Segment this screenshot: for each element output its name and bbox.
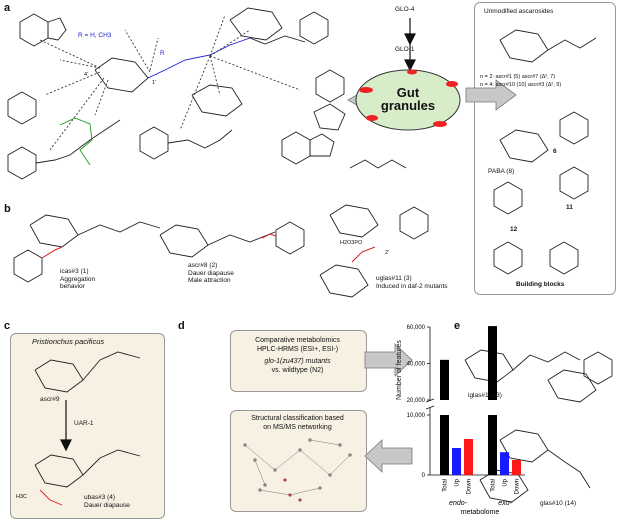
compound-6-label: 6 — [553, 148, 557, 155]
networking-line2: on MS/MS networking — [263, 424, 332, 431]
bar — [464, 439, 473, 475]
glas10-label: glas#10 (14) — [540, 500, 577, 507]
x-tick-label: Up — [503, 478, 509, 486]
axis-break — [425, 405, 435, 410]
networking-text: Structural classification based on MS/MS… — [232, 414, 363, 432]
ubas3-activity: Dauer diapause — [84, 501, 130, 509]
metabolomics-line2: HPLC-HRMS (ESI+, ESI-) — [256, 346, 339, 353]
panel-label-c: c — [4, 320, 11, 332]
ascr8-activity-2: Male attraction — [188, 277, 231, 284]
building-blocks-box — [474, 2, 616, 295]
building-blocks-title: Building blocks — [516, 281, 565, 288]
axis-break — [425, 398, 435, 403]
panel-label-d: d — [178, 320, 185, 332]
n2-compounds: n = 2: ascr#1 (5) ascr#7 (Δ², 7) — [480, 74, 556, 80]
central-sugar-ring — [94, 57, 149, 93]
panel-label-b: b — [4, 203, 11, 215]
y-tick-label: 40,000 — [407, 362, 426, 368]
pristionchus-title: Pristionchus pacificus — [32, 337, 105, 346]
bar — [500, 452, 509, 475]
h2o3po-label: H2O3PO — [340, 240, 363, 246]
ubas3-label: ubas#3 (4) Dauer diapause — [84, 494, 130, 509]
pos-4prime: 4' — [84, 72, 89, 78]
panel-label-a: a — [4, 2, 11, 14]
gut-label-line2: granules — [380, 98, 436, 113]
uglas11-label: uglas#11 (3) Induced in daf-2 mutants — [376, 275, 448, 290]
bar — [440, 415, 449, 475]
unmodified-ascarosides-title: Unmodified ascarosides — [484, 8, 554, 15]
x-tick-label: Total — [491, 479, 497, 492]
iglas1-label: iglas#1 (13) — [468, 392, 502, 399]
metabolomics-text: Comparative metabolomics HPLC-HRMS (ESI+… — [232, 336, 363, 375]
icas3-activity-2: behavior — [60, 283, 85, 290]
y-tick-label: 60,000 — [407, 325, 426, 331]
bar-upper — [440, 359, 449, 400]
y-tick-label: 20,000 — [407, 398, 426, 404]
pos-1prime: 1' — [152, 80, 157, 86]
side-chain — [147, 37, 251, 79]
chart-y-axis-label: Number of features — [396, 340, 403, 400]
metabolomics-line3: glo-1(zu437) mutants — [264, 358, 331, 365]
uglas11-activity: Induced in daf-2 mutants — [376, 282, 448, 290]
group-label-exo: exo- — [498, 500, 512, 507]
x-tick-label: Up — [455, 478, 461, 486]
metabolomics-line1: Comparative metabolomics — [255, 337, 340, 344]
panel-c-box — [10, 333, 165, 519]
ascr8-label: ascr#8 (2) Dauer diapause Male attractio… — [188, 262, 234, 285]
bar — [512, 460, 521, 475]
networking-line1: Structural classification based — [251, 415, 344, 422]
n4-compounds: n = 4: ascr#10 (10) ascr#3 (Δ², 9) — [480, 82, 562, 88]
panel-label-e: e — [454, 320, 461, 332]
h3c-label: H3C — [16, 494, 28, 500]
metabolomics-line4: vs. wildtype (N2) — [271, 367, 324, 374]
ascr8-activity-1: Dauer diapause — [188, 269, 234, 277]
glo1-label: GLO-1 — [395, 46, 415, 53]
icas3-name: icas#3 (1) — [60, 268, 89, 275]
network-graph — [243, 438, 352, 502]
ubas3-name: ubas#3 (4) — [84, 494, 116, 501]
bar — [488, 415, 497, 475]
glo4-label: GLO-4 — [395, 6, 415, 13]
ascr8-name: ascr#8 (2) — [188, 262, 218, 269]
y-tick-label: 0 — [422, 473, 426, 479]
pos-2prime: 2' — [385, 250, 390, 256]
x-tick-label: Down — [467, 479, 473, 494]
uglas11-name: uglas#11 (3) — [376, 275, 412, 282]
y-tick-label: 10,000 — [407, 413, 426, 419]
compound-12-label: 12 — [510, 226, 518, 233]
compound-11-label: 11 — [566, 204, 573, 211]
group-label-endo: endo- — [449, 500, 468, 507]
uar1-label: UAR-1 — [74, 420, 94, 427]
icas3-activity-1: Aggregation — [60, 275, 96, 283]
r-group-label: R = H, CH3 — [78, 32, 112, 39]
ascr9-label: ascr#9 — [40, 396, 60, 403]
gut-granules-label: Gut granules — [380, 86, 436, 112]
icas3-label: icas#3 (1) Aggregation behavior — [60, 268, 95, 291]
bar — [452, 448, 461, 475]
r-sub-label: R — [160, 50, 165, 57]
bar-upper — [488, 326, 497, 400]
paba-label: PABA (8) — [488, 168, 515, 175]
x-tick-label: Down — [515, 479, 521, 494]
gut-label-line1: Gut — [396, 85, 420, 100]
comparative-metabolomics-box — [230, 330, 367, 392]
group-label-metabolome: metabolome — [461, 509, 500, 516]
x-tick-label: Total — [443, 479, 449, 492]
